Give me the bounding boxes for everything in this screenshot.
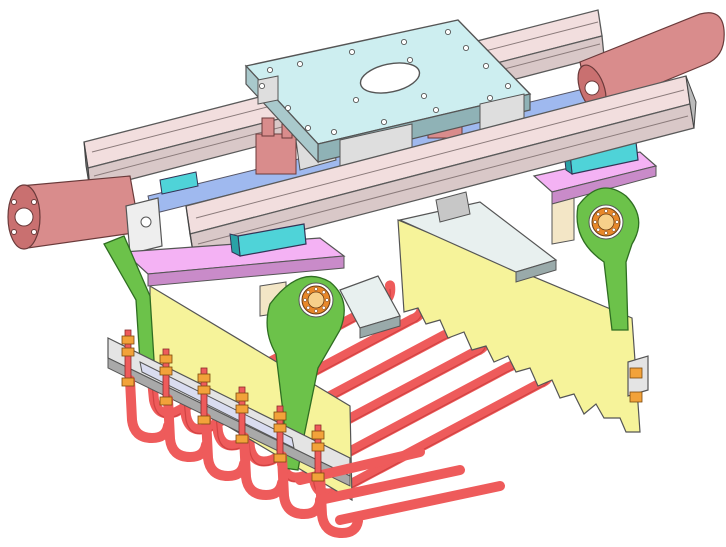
hex-nut-icon	[197, 373, 211, 383]
bolt-hole-icon	[432, 106, 440, 114]
hook-fingers-front	[125, 375, 505, 538]
bearing-ball	[314, 287, 318, 291]
bearing-ball	[604, 231, 608, 235]
bolt-hole-icon	[258, 82, 266, 90]
bolt-hole-icon	[348, 48, 356, 56]
bolt-hole-icon	[482, 62, 490, 70]
cyan-block-back	[159, 171, 199, 195]
bolt-hole-icon	[330, 128, 338, 136]
hex-nut-icon	[311, 472, 325, 482]
bearing-core	[307, 291, 325, 309]
arm-front-left	[266, 275, 345, 471]
hex-nut-icon	[121, 377, 135, 387]
bolt-hole-icon	[296, 60, 304, 68]
hex-nut-icon	[159, 354, 173, 364]
hex-nut-icon	[273, 423, 287, 433]
hex-nut-icon	[159, 396, 173, 406]
bearing-ball	[611, 212, 616, 217]
arm-back-left	[103, 235, 155, 363]
bolt-hole-icon	[420, 92, 428, 100]
bearing-core	[597, 213, 615, 231]
bearing-ball	[321, 290, 326, 295]
cyan-block-left	[229, 223, 307, 257]
hex-nut-icon	[311, 430, 325, 440]
hex-nut-icon	[629, 391, 643, 403]
hex-nut-icon	[235, 404, 249, 414]
bolt-hole-icon	[304, 124, 312, 132]
bearing-ball	[303, 298, 307, 302]
bolt-hole-icon	[406, 56, 414, 64]
bolt-hole-icon	[266, 66, 274, 74]
bearing-ball	[314, 309, 318, 313]
hook-return	[335, 481, 505, 525]
bolt-hole-icon	[462, 44, 470, 52]
hex-nut-icon	[121, 347, 135, 357]
bolt-hole-icon	[400, 38, 408, 46]
hex-nut-icon	[311, 442, 325, 452]
bearing-ball	[604, 209, 608, 213]
top-mounting-plate	[244, 19, 532, 173]
bearing-ball	[306, 305, 311, 310]
comb-plate	[397, 219, 641, 433]
bolt-hole-icon	[444, 28, 452, 36]
bolt-hole-icon	[380, 118, 388, 126]
hex-nut-icon	[121, 335, 135, 345]
bearing-ball	[321, 305, 326, 310]
bearing-ball	[615, 220, 619, 224]
hex-nut-icon	[159, 366, 173, 376]
bearing-ball	[611, 227, 616, 232]
bolt-hole-icon	[284, 104, 292, 112]
bearing-ball	[325, 298, 329, 302]
bolt-hole-icon	[486, 94, 494, 102]
hex-nut-icon	[629, 367, 643, 379]
hex-nuts	[121, 329, 643, 482]
bearing-ball	[593, 220, 597, 224]
hex-nut-icon	[235, 392, 249, 402]
hook-return	[315, 465, 465, 505]
bolt-hole-icon	[352, 96, 360, 104]
hex-nut-icon	[197, 415, 211, 425]
cylinder-left	[7, 175, 163, 255]
bearing-ball	[596, 212, 601, 217]
center-slide	[339, 201, 558, 339]
hex-nut-icon	[235, 434, 249, 444]
hex-nut-icon	[273, 453, 287, 463]
hex-nut-icon	[197, 385, 211, 395]
bearing-ball	[306, 290, 311, 295]
bearings	[298, 204, 624, 318]
hook-finger-front	[315, 470, 363, 538]
bolt-hole-icon	[504, 82, 512, 90]
hex-nut-icon	[273, 411, 287, 421]
bearing-ball	[596, 227, 601, 232]
plate-bolt-holes	[258, 28, 512, 136]
